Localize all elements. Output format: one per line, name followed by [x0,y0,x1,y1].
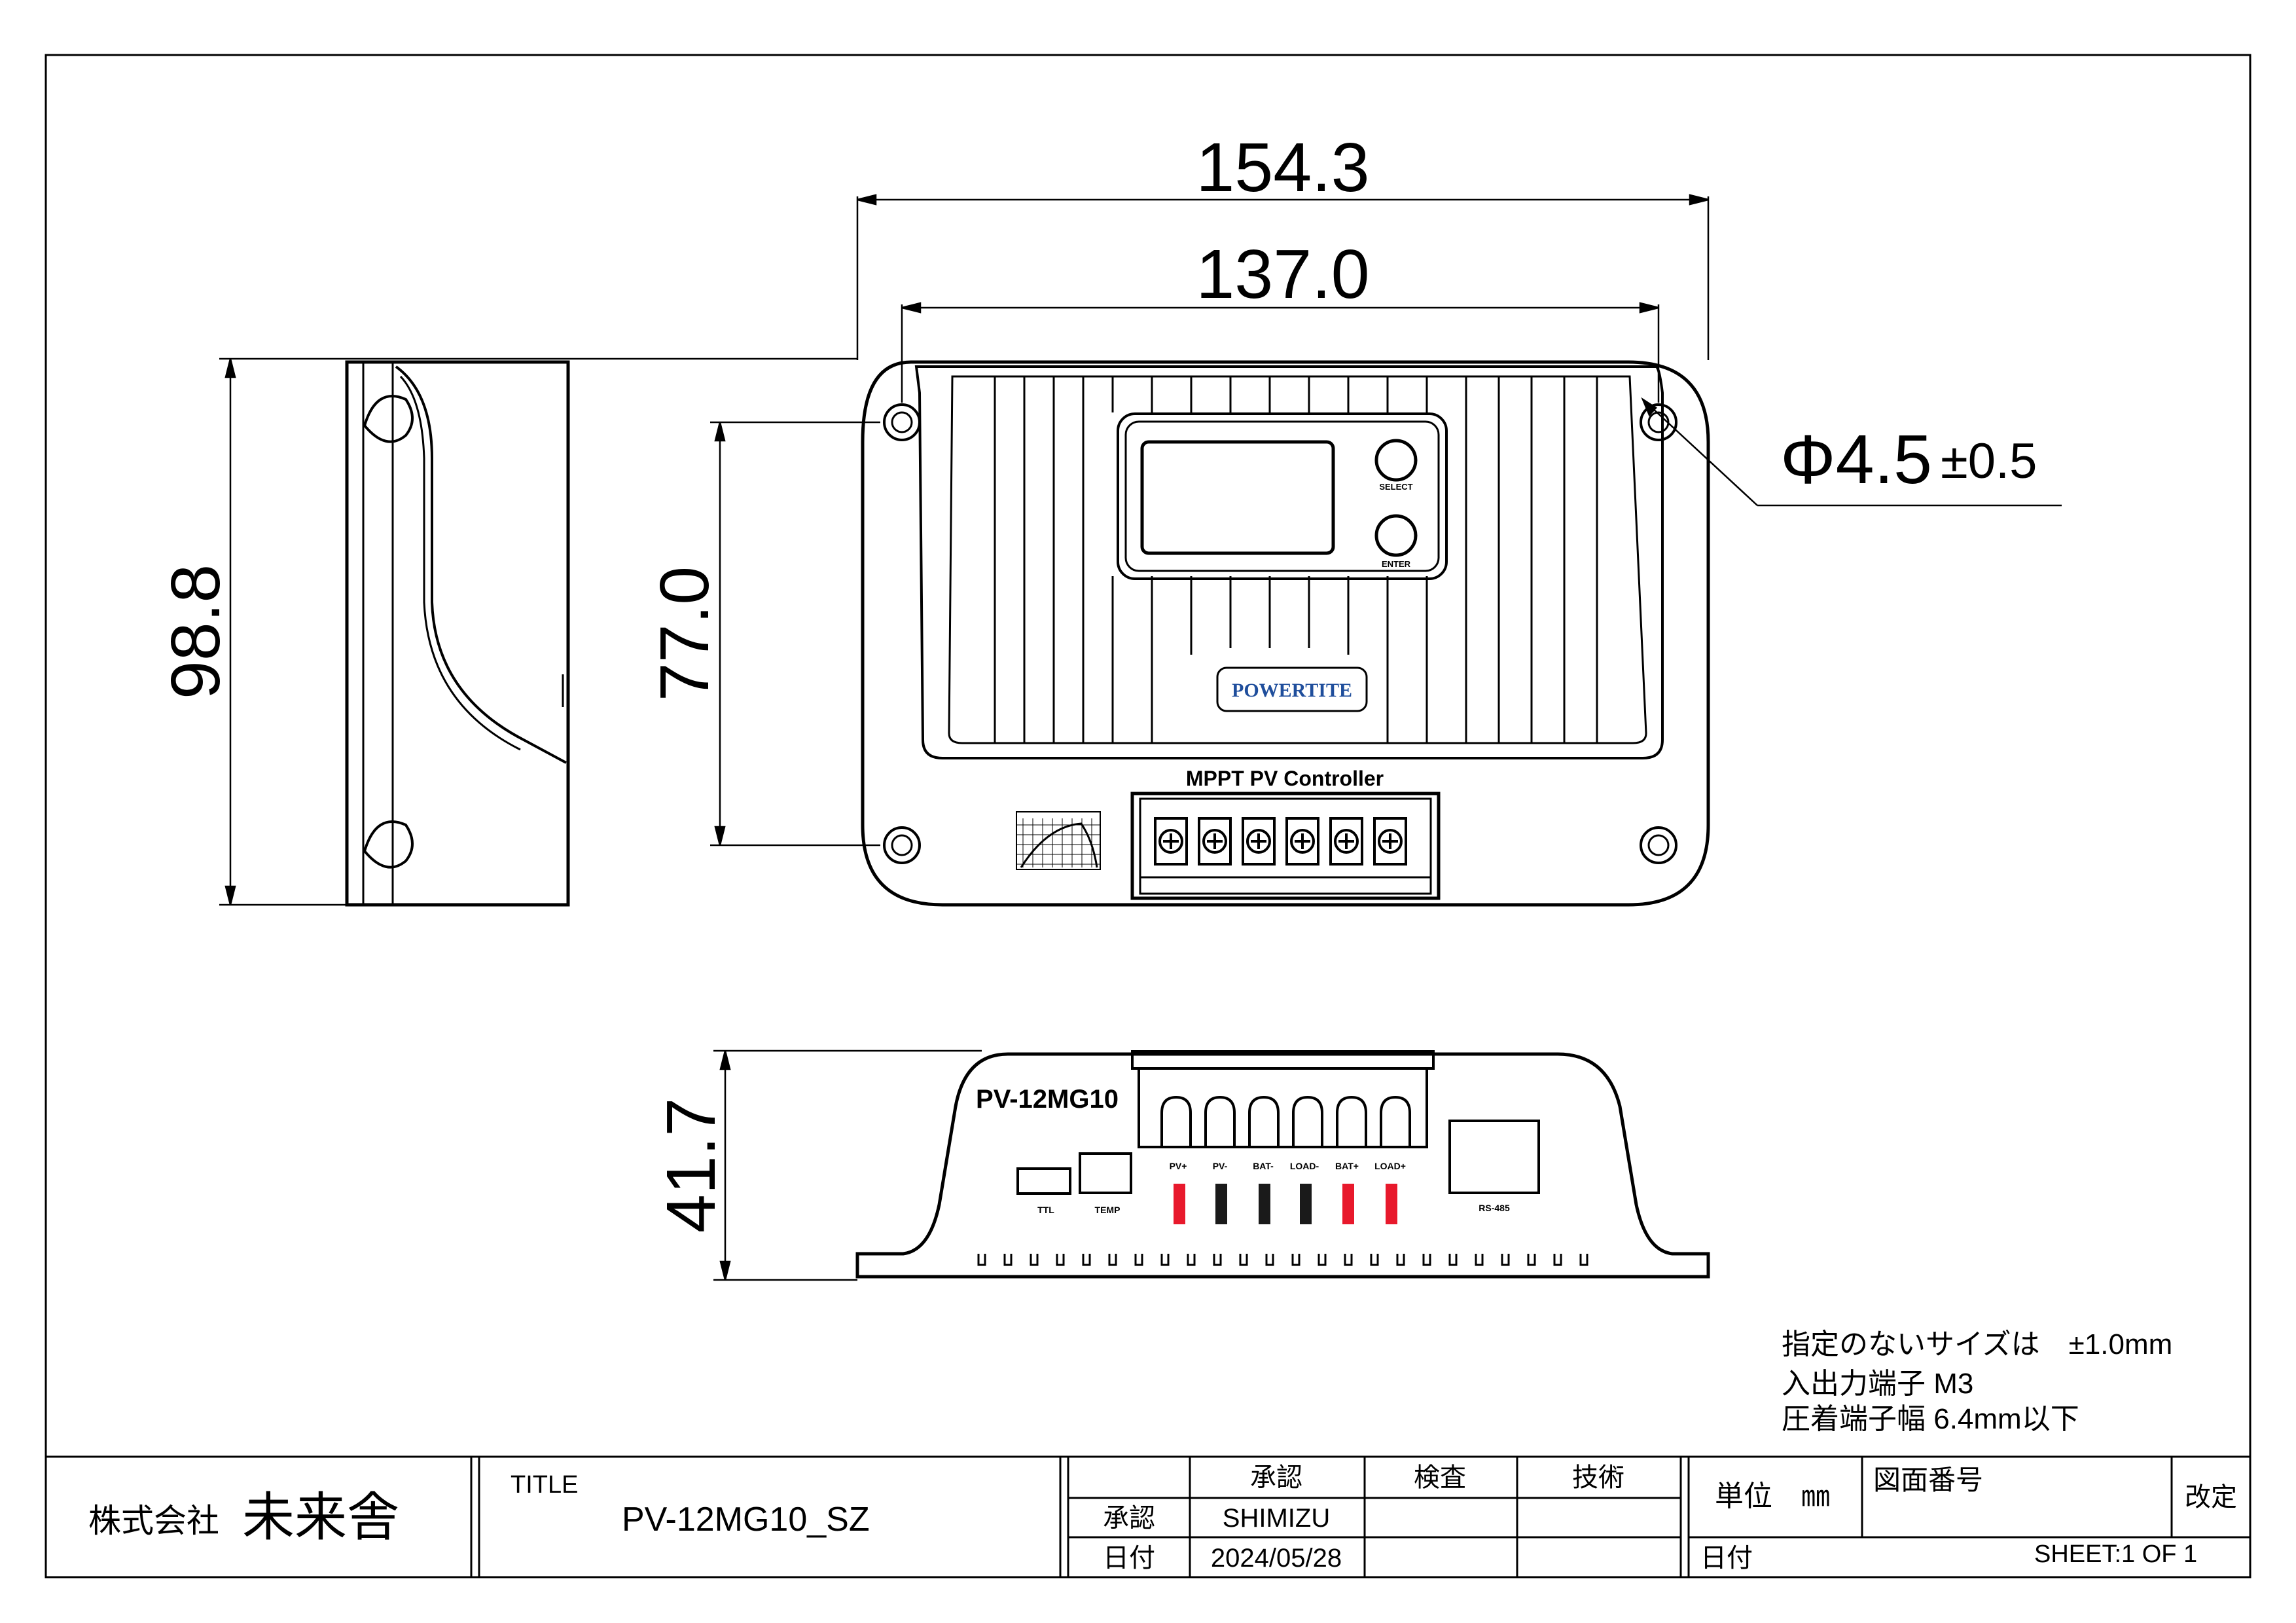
note-line: 圧着端子幅 6.4mm以下 [1782,1403,2079,1435]
terminal-label: PV- [1213,1161,1228,1171]
terminal-labels: PV+ PV- BAT- LOAD- BAT+ LOAD+ [1170,1161,1406,1171]
model-label: PV-12MG10 [976,1085,1119,1114]
drawing-number-label: 図面番号 [1873,1465,1983,1495]
terminal-label: PV+ [1170,1161,1187,1171]
terminal-color-marker [1386,1184,1397,1224]
terminal-color-marker [1174,1184,1185,1224]
terminal-color-marker [1215,1184,1227,1224]
row-date: 日付 [1103,1544,1155,1573]
lcd-screen [1140,440,1335,555]
brand-logo: POWERTITE [1232,680,1352,701]
enter-button[interactable] [1374,514,1418,557]
terminal-label: BAT+ [1335,1161,1359,1171]
terminal-screws [1154,817,1407,866]
terminal-color-marker [1300,1184,1312,1224]
revision-label: 改定 [2185,1483,2237,1512]
ttl-label: TTL [1037,1205,1054,1215]
dim-height: 98.8 [157,564,234,699]
title-value: PV-12MG10_SZ [622,1501,870,1539]
terminal-label: LOAD- [1290,1161,1319,1171]
select-button[interactable] [1374,439,1418,482]
select-label: SELECT [1379,482,1412,492]
dim-overall-width: 154.3 [1196,129,1369,206]
row-approve: 承認 [1103,1504,1155,1533]
approver-name: SHIMIZU [1223,1504,1330,1533]
company-prefix: 株式会社 [88,1503,219,1539]
terminal-label: BAT- [1253,1161,1274,1171]
temp-label: TEMP [1095,1205,1121,1215]
rs485-label: RS-485 [1479,1203,1510,1213]
terminal-label: LOAD+ [1374,1161,1406,1171]
dim-hole-tolerance: ±0.5 [1941,433,2037,489]
dim-body-width: 137.0 [1196,236,1369,313]
terminal-color-marker [1259,1184,1270,1224]
rs485-port [1448,1120,1540,1194]
controller-label: MPPT PV Controller [1186,767,1384,790]
terminal-color-marker [1342,1184,1354,1224]
unit-label: 単位 ㎜ [1715,1480,1830,1512]
note-line: 指定のないサイズは ±1.0mm [1782,1328,2172,1360]
dimension-lines [219,194,2062,1281]
drawing-border [45,54,2251,1578]
brand-logo-frame [1216,666,1368,712]
temp-port [1079,1152,1132,1194]
col-check: 検査 [1414,1463,1466,1492]
dim-hole-spacing: 77.0 [646,566,723,701]
ttl-port [1016,1167,1071,1195]
title-label: TITLE [511,1471,578,1499]
front-view: SELECT ENTER POWERTITE MPPT PV Controlle… [861,360,1710,907]
bottom-view: PV-12MG10 TTL TEMP RS-485 PV+ PV- BAT- L… [855,1050,1710,1279]
side-view [345,360,570,907]
col-approve: 承認 [1250,1463,1302,1492]
dim-depth: 41.7 [653,1098,730,1233]
date-label: 日付 [1700,1544,1753,1573]
note-line: 入出力端子 M3 [1782,1368,1973,1400]
company-name: 未来舎 [242,1488,399,1546]
col-tech: 技術 [1572,1463,1624,1492]
mppt-curve-sticker [1016,811,1101,870]
title-block [46,1455,2250,1577]
dim-hole-diameter: Φ4.5 [1780,421,1932,498]
mounting-holes [883,403,1677,864]
enter-label: ENTER [1382,559,1411,569]
approval-date: 2024/05/28 [1211,1544,1342,1573]
terminal-color-markers [1174,1184,1397,1224]
sheet-number: SHEET:1 OF 1 [2034,1541,2197,1568]
